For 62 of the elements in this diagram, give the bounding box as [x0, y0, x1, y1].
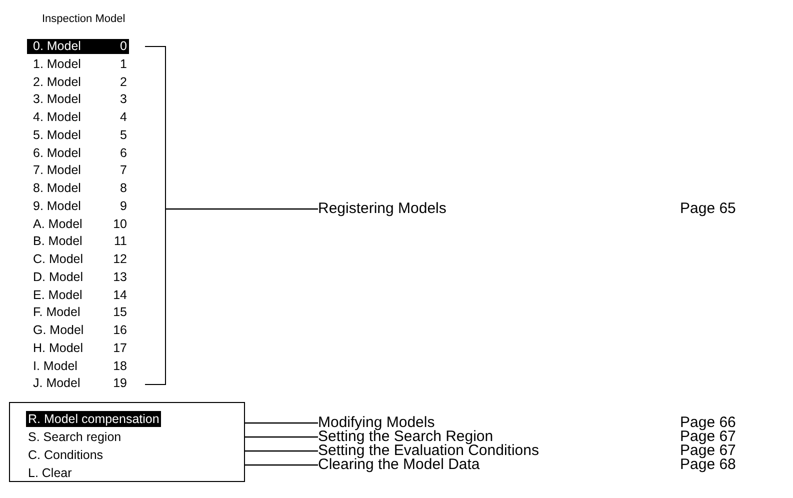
- model-number: 17: [112, 340, 128, 356]
- connector-line: [245, 450, 318, 452]
- model-number: 1: [119, 56, 128, 72]
- section-title: Registering Models: [318, 202, 446, 216]
- section-title: Clearing the Model Data: [318, 458, 480, 472]
- model-number: 5: [119, 128, 128, 143]
- model-number: 12: [112, 252, 128, 267]
- model-number: 7: [119, 163, 128, 178]
- menu-option: L. Clear: [26, 465, 74, 481]
- menu-panel: [9, 402, 245, 482]
- connector-line: [245, 464, 318, 466]
- model-entry: G. Model: [32, 323, 85, 338]
- model-entry: F. Model: [32, 305, 82, 320]
- connector-line: [245, 422, 318, 424]
- model-number: 16: [112, 323, 128, 338]
- model-number: 8: [119, 181, 128, 196]
- page-reference: Page 67: [680, 444, 736, 458]
- section-title: Modifying Models: [318, 416, 435, 430]
- model-entry: C. Model: [32, 252, 84, 267]
- section-title: Setting the Evaluation Conditions: [318, 444, 539, 458]
- model-entry: E. Model: [32, 288, 84, 302]
- page-reference: Page 65: [680, 202, 736, 216]
- model-entry: 9. Model: [32, 198, 82, 214]
- model-number: 0: [97, 39, 129, 54]
- model-number: 3: [119, 92, 128, 108]
- menu-option: C. Conditions: [26, 447, 106, 463]
- connector-line: [166, 208, 318, 210]
- model-entry: 0. Model: [27, 39, 97, 54]
- model-entry: A. Model: [32, 216, 84, 232]
- model-entry: H. Model: [32, 340, 84, 356]
- section-title: Setting the Search Region: [318, 430, 494, 444]
- menu-option: S. Search region: [26, 429, 124, 445]
- model-number: 9: [119, 198, 128, 214]
- model-entry: D. Model: [32, 270, 84, 285]
- model-number: 11: [113, 234, 128, 250]
- model-entry: 7. Model: [32, 163, 82, 178]
- model-number: 14: [112, 288, 128, 302]
- page-reference: Page 67: [680, 430, 736, 444]
- model-number: 4: [119, 110, 128, 125]
- connector-line: [245, 436, 318, 438]
- model-entry: J. Model: [32, 376, 82, 392]
- page-reference: Page 68: [680, 458, 736, 472]
- page-reference: Page 66: [680, 416, 736, 430]
- model-entry: I. Model: [32, 358, 78, 374]
- model-entry: 5. Model: [32, 128, 82, 143]
- model-number: 19: [112, 376, 128, 392]
- model-entry: B. Model: [32, 234, 84, 250]
- model-number: 2: [119, 74, 128, 90]
- model-number: 6: [119, 146, 128, 160]
- model-number: 13: [112, 270, 128, 285]
- model-entry: 6. Model: [32, 146, 82, 160]
- model-entry: 3. Model: [32, 92, 82, 108]
- model-entry: 2. Model: [32, 74, 82, 90]
- model-entry: 8. Model: [32, 181, 82, 196]
- screen-title: Inspection Model: [42, 13, 126, 25]
- model-entry: 4. Model: [32, 110, 82, 125]
- model-number: 10: [112, 216, 128, 232]
- bracket: [145, 46, 166, 385]
- model-number: 15: [112, 305, 128, 320]
- model-number: 18: [112, 358, 128, 374]
- model-entry: 1. Model: [32, 56, 82, 72]
- menu-option: R. Model compensation: [26, 411, 162, 427]
